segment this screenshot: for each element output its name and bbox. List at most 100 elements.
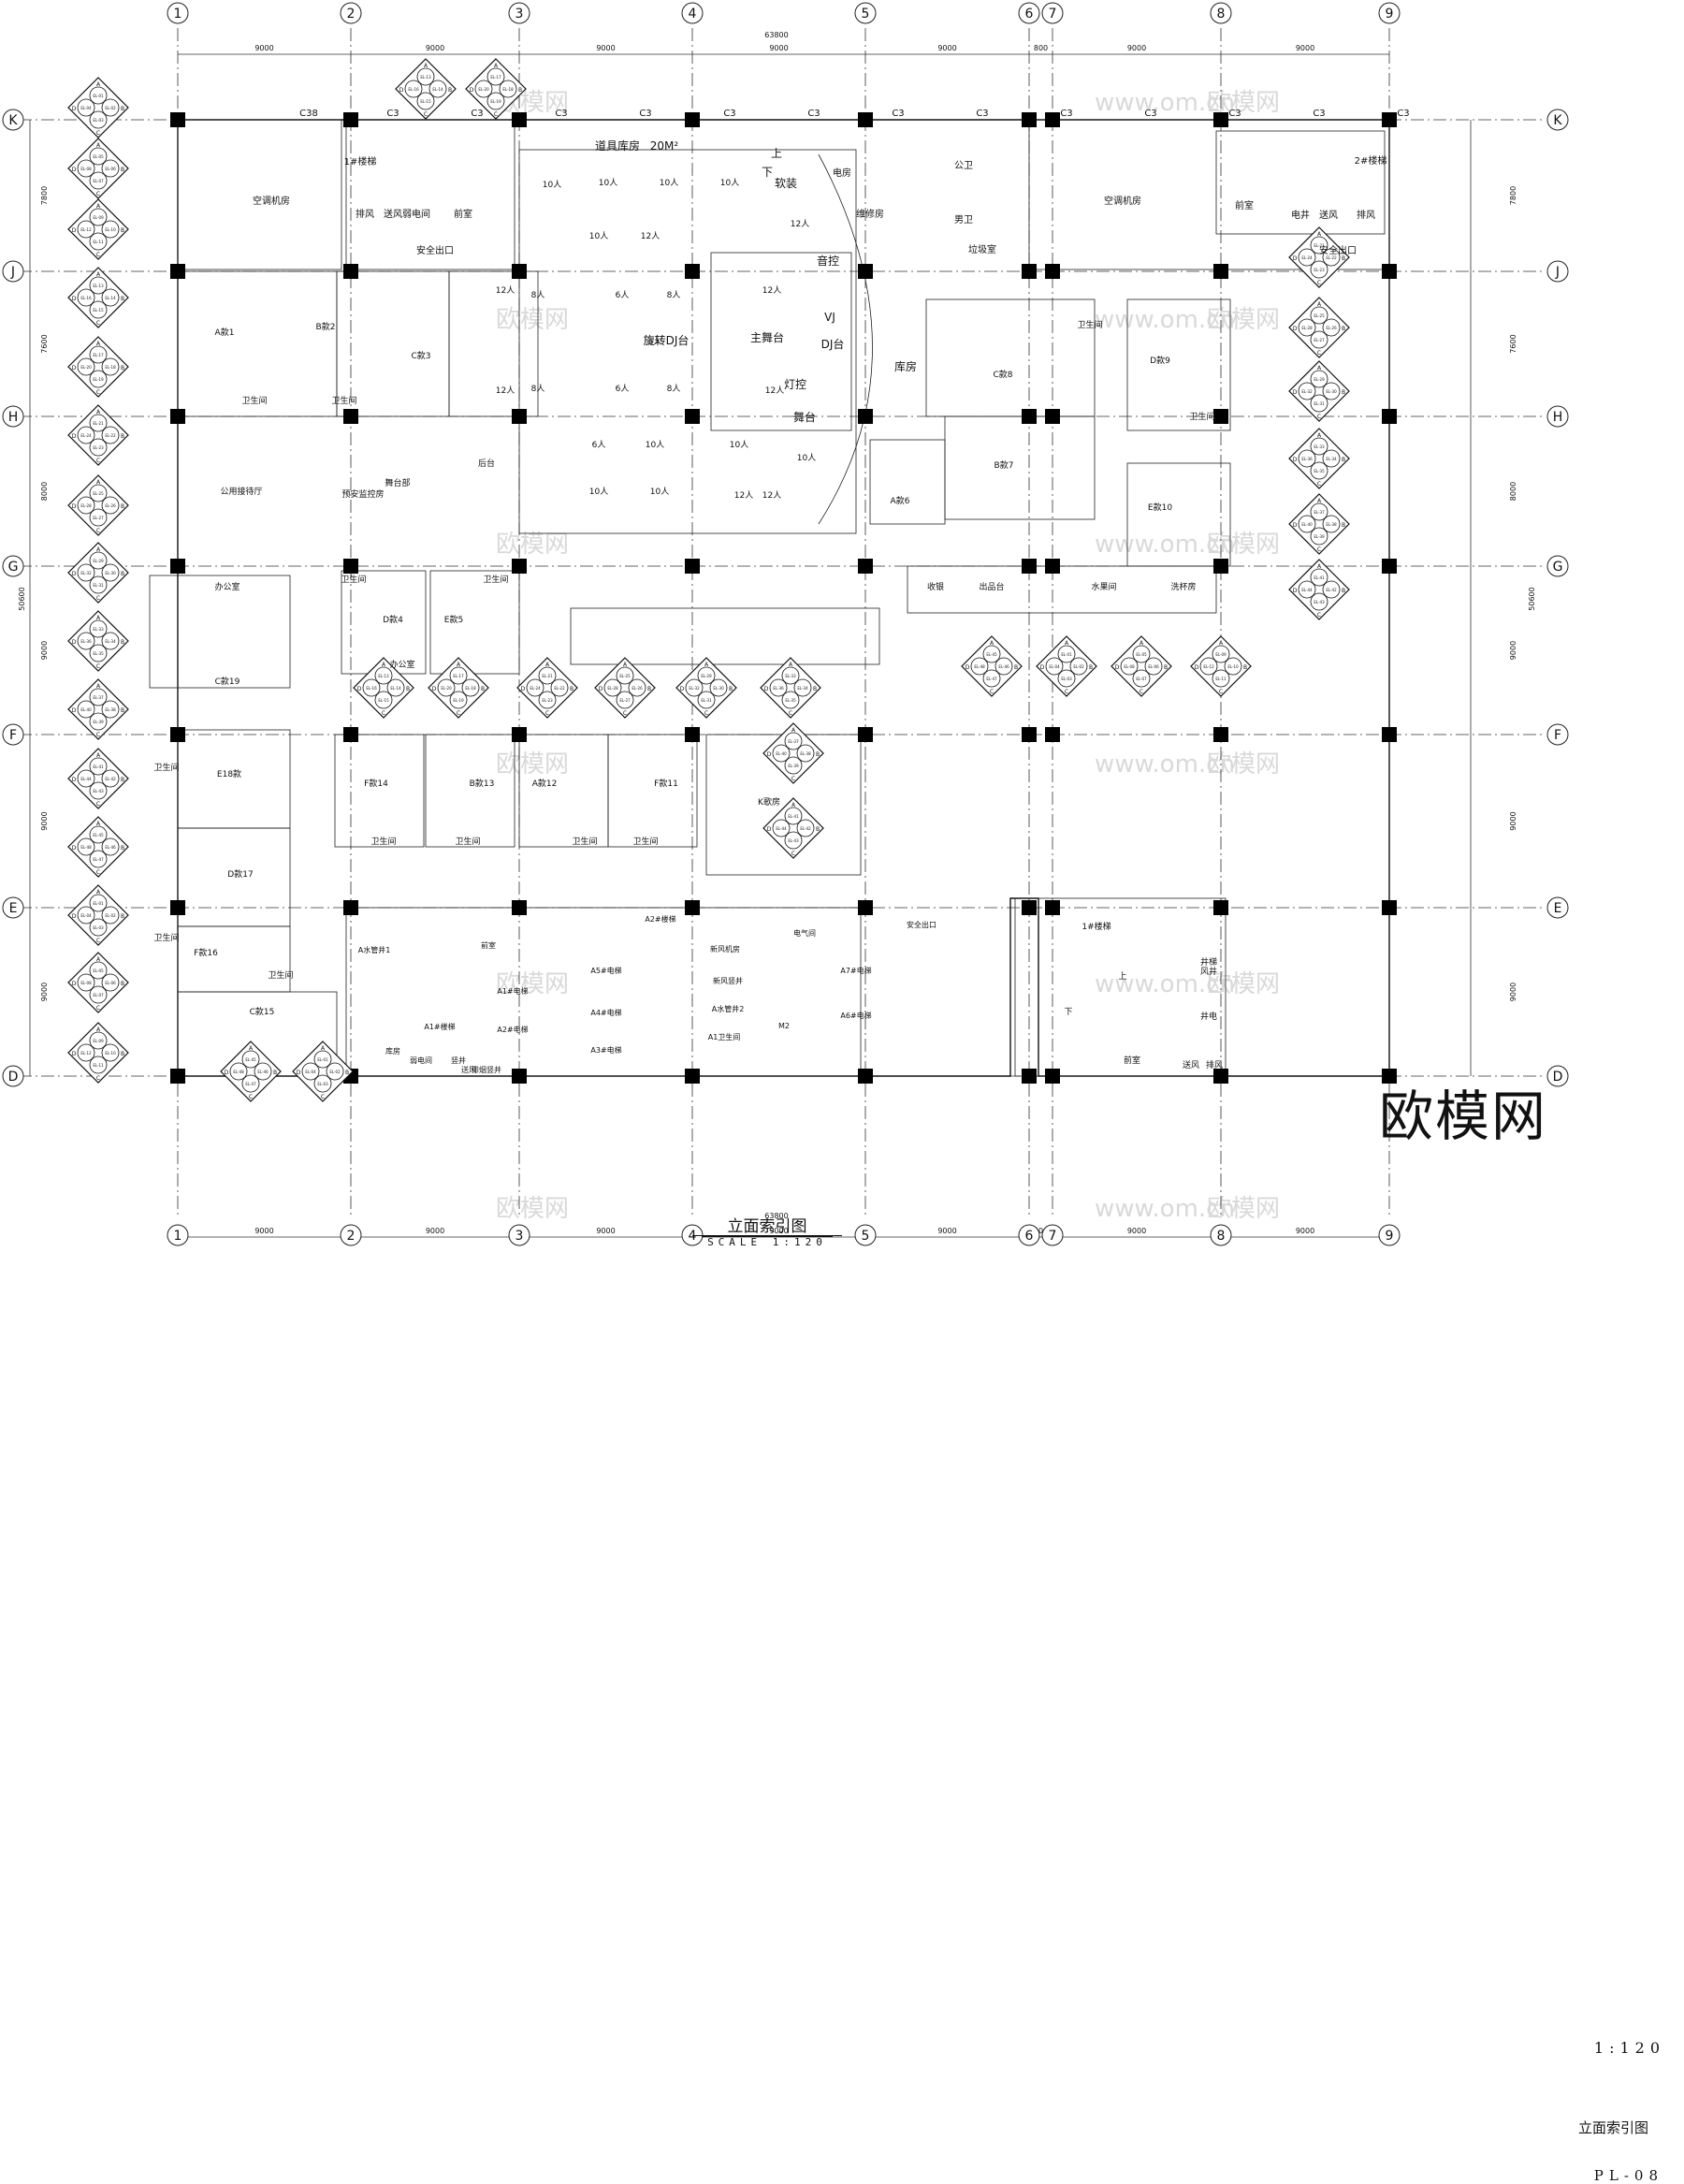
index-tag-code: EL-31 [1314, 401, 1325, 406]
index-tag-letter: C [1317, 280, 1321, 286]
stage-label: 主舞台 [750, 330, 784, 344]
index-tag-letter: B [121, 571, 124, 577]
column [1045, 264, 1060, 279]
room-label: A水管井2 [712, 1004, 745, 1013]
table-capacity-label: 6人 [616, 384, 630, 394]
index-tag-letter: B [729, 686, 733, 692]
index-tag-letter: C [96, 1075, 100, 1082]
room-label: 电气间 [793, 928, 816, 938]
index-tag-letter: C [704, 710, 708, 717]
index-tag-letter: A [96, 81, 101, 88]
watermark-text: 欧模网 [496, 1195, 569, 1223]
column [1022, 264, 1037, 279]
index-tag-letter: C [494, 111, 498, 118]
wall-type-label: C3 [723, 109, 735, 119]
index-tag-code: EL-01 [317, 1057, 328, 1062]
room-label: A1#电梯 [497, 986, 528, 996]
column [858, 264, 873, 279]
index-tag-letter: A [96, 889, 101, 895]
room-label: 公用接待厅 [220, 486, 262, 497]
index-tag-code: EL-27 [619, 698, 631, 703]
escalator [570, 607, 880, 665]
room-label: C款19 [215, 676, 240, 687]
index-tag-letter: A [457, 662, 461, 668]
grid-row-label: J [10, 265, 15, 280]
index-tag-code: EL-41 [1314, 575, 1325, 580]
room-label: A款12 [532, 778, 558, 789]
column [343, 112, 358, 127]
index-tag-code: EL-33 [785, 674, 796, 678]
index-tag-code: EL-25 [619, 674, 631, 678]
index-tag-letter: B [121, 433, 124, 440]
dim-total-height: 50600 [1528, 587, 1536, 610]
table-capacity-label: 10人 [589, 231, 608, 241]
dim-row-spacing: 9000 [1509, 983, 1517, 1001]
index-tag-letter: C [96, 528, 100, 534]
stage-label: 舞台 [793, 410, 816, 424]
index-tag-letter: B [121, 365, 124, 371]
room-label: 安全出口 [416, 244, 454, 256]
index-tag-letter: B [1342, 588, 1345, 594]
grid-bubble [2, 109, 24, 131]
index-tag-code: EL-45 [245, 1057, 256, 1062]
column [1045, 727, 1060, 742]
column [170, 112, 185, 127]
index-tag-letter: C [96, 1005, 100, 1012]
room-label: 空调机房 [1104, 195, 1141, 207]
index-tag-code: EL-20 [441, 686, 452, 691]
index-tag-letter: D [680, 686, 685, 692]
column [1045, 559, 1060, 574]
index-tag-letter: B [1342, 522, 1345, 529]
index-tag-letter: A [96, 546, 101, 553]
room-label: 洗杯房 [1170, 581, 1196, 592]
index-tag-letter: B [570, 686, 573, 692]
index-tag-code: EL-14 [105, 296, 116, 300]
index-tag-code: EL-11 [1215, 677, 1227, 681]
main-hall [518, 149, 857, 534]
table-capacity-label: 10人 [650, 487, 669, 497]
index-tag-code: EL-06 [105, 981, 116, 985]
room-label: 送风 [1319, 209, 1338, 221]
index-tag-code: EL-38 [1326, 522, 1337, 527]
room-label: 卫生间 [153, 932, 179, 943]
room-label: 卫生间 [268, 969, 293, 981]
table-capacity-label: 10人 [660, 178, 678, 188]
index-tag-letter: D [767, 751, 772, 758]
room-label: A1#楼梯 [424, 1022, 455, 1031]
index-tag-code: EL-11 [93, 240, 104, 244]
index-tag-letter: A [96, 683, 101, 690]
room-label: 办公室 [389, 659, 414, 670]
column [1213, 264, 1228, 279]
grid-bubble [1546, 1065, 1569, 1087]
index-tag-letter: B [1342, 389, 1345, 396]
index-tag-code: EL-03 [93, 925, 104, 930]
index-tag-code: EL-33 [1314, 444, 1325, 449]
room-label: 软装 [775, 177, 797, 190]
room-label: A4#电梯 [590, 1008, 621, 1017]
grid-row-label: K [8, 113, 18, 128]
grid-bubble [2, 405, 24, 428]
table-capacity-label: 10人 [730, 440, 748, 450]
room-label: 空调机房 [253, 195, 290, 207]
grid-bubble [340, 2, 362, 24]
index-tag-code: EL-21 [542, 674, 553, 678]
index-tag-code: EL-29 [1314, 377, 1325, 382]
index-tag-letter: D [599, 686, 603, 692]
grid-row-label: K [1553, 113, 1562, 128]
column [170, 727, 185, 742]
index-tag-letter: D [470, 87, 474, 94]
room-label: 排风 [1357, 209, 1375, 221]
index-tag-code: EL-04 [1049, 664, 1060, 669]
dim-col-spacing: 9000 [596, 1227, 615, 1235]
table-capacity-label: 12人 [734, 490, 753, 501]
column [1022, 559, 1037, 574]
index-tag-letter: A [96, 956, 101, 963]
index-tag-code: EL-05 [93, 968, 104, 973]
index-tag-letter: B [1342, 326, 1345, 332]
